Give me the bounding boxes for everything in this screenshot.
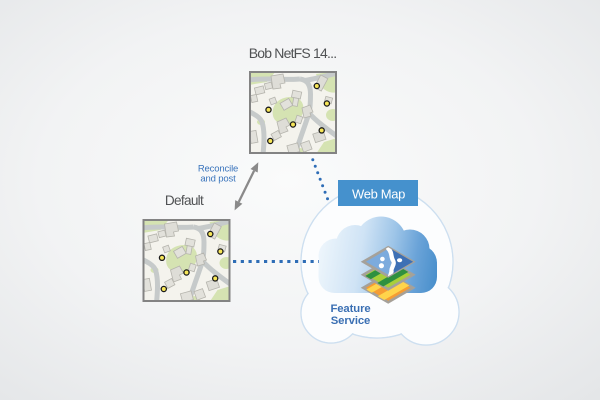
svg-text:Web Map: Web Map bbox=[352, 187, 405, 202]
svg-text:and post: and post bbox=[200, 174, 236, 185]
svg-text:Default: Default bbox=[165, 193, 204, 208]
svg-text:Feature: Feature bbox=[330, 303, 370, 315]
svg-text:Reconcile: Reconcile bbox=[198, 163, 238, 174]
svg-text:Service: Service bbox=[331, 315, 371, 327]
svg-text:Bob NetFS 14...: Bob NetFS 14... bbox=[249, 45, 337, 61]
